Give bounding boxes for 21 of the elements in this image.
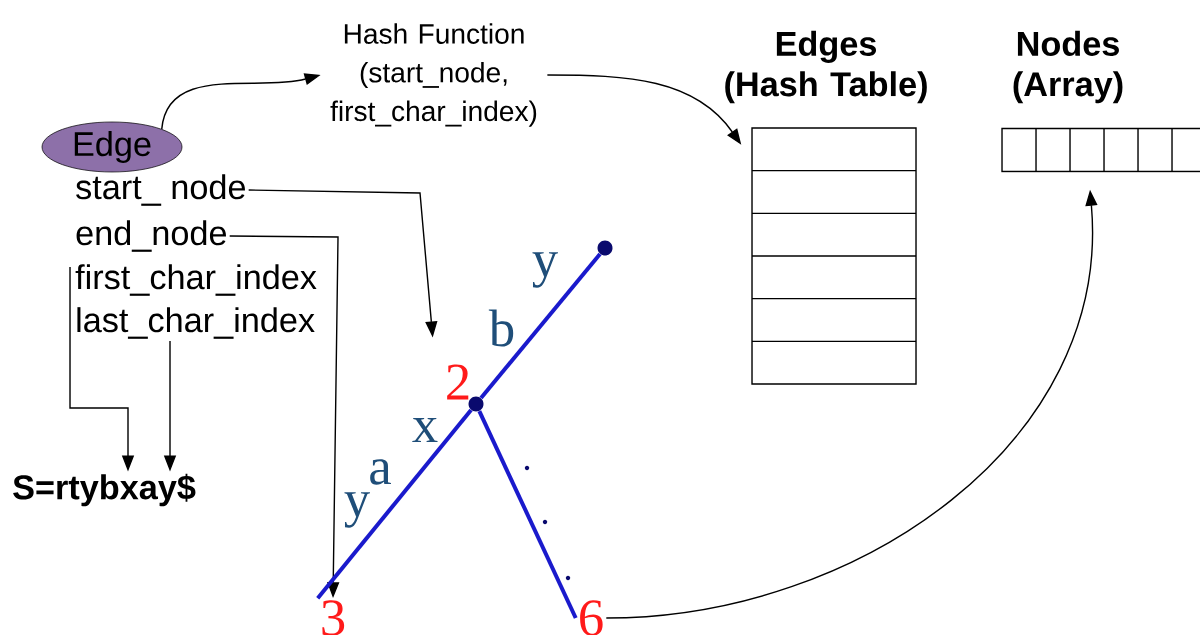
edge-letter: x [412, 417, 438, 443]
edge-letter: y [532, 252, 558, 288]
field-name: end_node [76, 220, 226, 252]
array-heading: Nodes (Array) [1013, 30, 1123, 104]
edge-letter: y [344, 492, 370, 528]
edge-letter: a [370, 459, 391, 485]
edge-letter: b [488, 309, 514, 347]
table-heading: Edges (Hash Table) [725, 30, 927, 104]
string-label: S=rtybxay$ [13, 473, 196, 507]
function-label: Hash Function (start_node, first_char_index) [330, 23, 537, 127]
tree-branch [479, 252, 602, 400]
node-number: 2 [447, 364, 469, 400]
tree-branch [477, 410, 578, 619]
tree-vertex [597, 240, 613, 256]
field-name: start_ node [76, 174, 245, 206]
field-name: last_char_index [77, 307, 315, 339]
tree-vertex [468, 396, 484, 412]
tree-branch [316, 408, 473, 600]
node-number: 3 [322, 600, 345, 635]
node-number: 6 [580, 600, 603, 635]
field-name: first_char_index [75, 264, 317, 296]
